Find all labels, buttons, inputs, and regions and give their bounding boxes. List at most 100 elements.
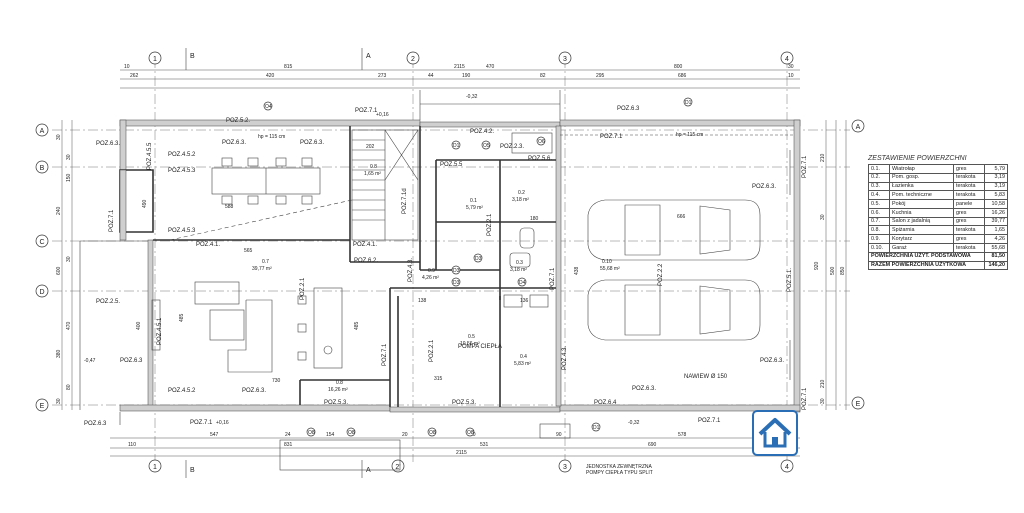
- room-id-0-1: 0.1: [470, 198, 477, 204]
- label-poz-4-5-3-mid: POZ.4.5.3: [168, 228, 196, 234]
- summary-cell-no: 0.2.: [868, 172, 890, 183]
- tag-o8-a: O8: [308, 430, 315, 436]
- label-poz-7-1-bottom-right: POZ.7.1: [698, 418, 721, 424]
- label-poz-7-1-right-top: POZ.7.1: [802, 155, 808, 178]
- dim-right-850: 850: [840, 266, 846, 275]
- label-poz-7-1d: POZ.7.1d: [402, 188, 408, 214]
- axis-col-1-bottom: 1: [153, 464, 157, 471]
- label-level-minus-top: -0,32: [466, 94, 478, 100]
- label-level-plus-bottom: +0,16: [216, 420, 229, 426]
- axis-col-1-top: 1: [153, 56, 157, 63]
- axis-col-2p-bottom: 2': [395, 464, 400, 471]
- summary-cell-no: 0.7.: [868, 216, 890, 227]
- summary-cell-area: 1,65: [984, 225, 1008, 236]
- summary-cell-material: gres: [953, 207, 985, 218]
- summary-cell-area: 5,83: [984, 190, 1008, 201]
- dim-485b: 485: [354, 321, 360, 330]
- summary-cell-name: Wiatrołap: [889, 164, 954, 174]
- summary-cell-area: 4,26: [984, 234, 1008, 245]
- dim-bottom-24: 24: [285, 432, 291, 438]
- dim-588: 588: [225, 204, 234, 210]
- dim-bottom-154: 154: [326, 432, 335, 438]
- label-poz-7-1-garage-left: POZ.7.1: [550, 267, 556, 290]
- label-poz-7-1-top: POZ.7.1: [355, 108, 378, 114]
- tag-o6: O6: [538, 139, 545, 145]
- room-area-0-3: 3,18 m²: [510, 267, 527, 273]
- summary-cell-name: Pokój: [889, 199, 954, 209]
- room-id-0-3: 0.3: [516, 260, 523, 266]
- dimensions-sides: 30 30 150 240 600 30 470 380 80 30 210 5…: [56, 120, 847, 410]
- axis-row-a-left: A: [40, 128, 45, 135]
- summary-cell-area: 16,26: [984, 207, 1008, 218]
- label-poz-4-1-right: POZ.4.1.: [353, 242, 377, 248]
- interior-walls: [153, 126, 556, 407]
- dim-top-800: 800: [674, 64, 683, 70]
- label-poz-6-3-dining-2: POZ.6.3.: [300, 140, 324, 146]
- dim-right-30: 30: [820, 214, 826, 220]
- dim-top-2115: 2115: [454, 64, 465, 70]
- house-logo-icon: [752, 410, 798, 456]
- summary-total-area: 81,50: [984, 251, 1008, 262]
- dim-400: 400: [136, 321, 142, 330]
- room-id-0-4: 0.4: [520, 354, 527, 360]
- summary-cell-name: Garaż: [889, 243, 954, 253]
- terrace: [79, 90, 571, 471]
- dim-565: 565: [244, 248, 253, 254]
- cars: [587, 199, 761, 341]
- summary-cell-area: 55,68: [984, 243, 1008, 253]
- element-labels: POZ.7.1 POZ.5.2. POZ.6.3 POZ.4.2. POZ.2.…: [84, 94, 820, 476]
- dim-right-30b: 30: [820, 398, 826, 404]
- label-poz-6-4: POZ.6.4: [594, 400, 617, 406]
- label-poz-6-3-left: POZ.6.3.: [96, 141, 120, 147]
- axis-col-4-top: 4: [785, 56, 789, 63]
- room-id-0-7: 0.7: [262, 259, 269, 265]
- room-area-0-1: 5,79 m²: [466, 205, 483, 211]
- dim-bottom-90: 90: [556, 432, 562, 438]
- label-nawiew: NAWIEW Ø 150: [684, 374, 728, 380]
- kitchen-island: [297, 287, 343, 369]
- dim-left-150: 150: [66, 173, 72, 182]
- dim-left-80: 80: [66, 384, 72, 390]
- summary-cell-no: 0.1.: [868, 164, 890, 174]
- living-furniture: [151, 281, 273, 373]
- label-poz-6-3-garage-right: POZ.6.3.: [760, 358, 784, 364]
- summary-cell-no: 0.8.: [868, 225, 890, 236]
- dim-top-686: 686: [678, 73, 687, 79]
- summary-cell-no: 0.4.: [868, 190, 890, 201]
- axis-col-3-bottom: 3: [563, 464, 567, 471]
- label-poz-2-1-room: POZ.2.1: [429, 339, 435, 362]
- label-poz-6-2: POZ.6.2.: [354, 258, 378, 264]
- label-poz-5-6: POZ.5.6.: [528, 156, 552, 162]
- label-level-minus-bottom: -0,32: [628, 420, 640, 426]
- label-pompa-note-1: JEDNOSTKA ZEWNĘTRZNA: [586, 464, 653, 470]
- label-poz-5-5: POZ.5.5: [440, 162, 463, 168]
- summary-cell-material: terakota: [953, 190, 985, 201]
- dining-table: [211, 157, 321, 205]
- axis-bubbles: 1 2 3 4 1 2' 3 4 A B C D E A E: [35, 51, 865, 473]
- dim-left-30: 30: [56, 134, 62, 140]
- summary-cell-name: Kuchnia: [889, 207, 954, 218]
- dim-left-470: 470: [66, 321, 72, 330]
- label-poz-4-3: POZ.4.3.: [408, 258, 414, 282]
- dim-top-10b: 10: [788, 73, 794, 79]
- summary-cell-material: terakota: [953, 243, 985, 253]
- room-id-0-9: 0.9: [428, 268, 435, 274]
- summary-total-area: 146,20: [984, 260, 1008, 271]
- section-markers: B A B A: [185, 48, 371, 478]
- summary-cell-no: 0.3.: [868, 181, 890, 192]
- room-area-0-8b: 1,65 m²: [364, 171, 381, 177]
- dim-138: 138: [418, 298, 427, 304]
- dim-202: 202: [366, 144, 375, 150]
- summary-cell-name: Spiżarnia: [889, 225, 954, 236]
- label-poz-2-3: POZ.2.3.: [500, 144, 524, 150]
- section-a-bottom: A: [366, 467, 371, 474]
- summary-cell-no: 0.10.: [868, 243, 890, 253]
